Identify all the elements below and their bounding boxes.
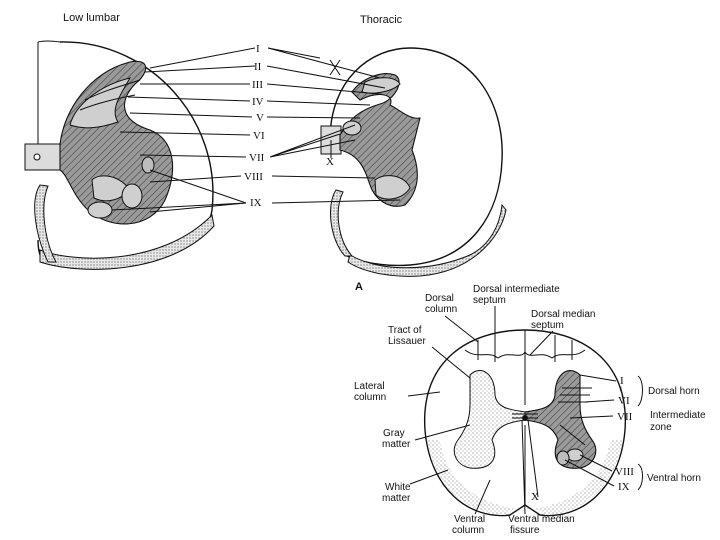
b-lamina-arrow: ↓ <box>619 384 623 393</box>
b-lamina-VI: VI <box>618 395 630 407</box>
label-ventral-median-fissure-2: fissure <box>510 525 540 536</box>
thoracic-gray-matter <box>339 73 421 207</box>
label-tract-of-lissauer-1: Tract of <box>388 325 422 336</box>
lamina-label-X: X <box>326 156 334 168</box>
label-ventral-median-fissure-1: Ventral median <box>508 514 575 525</box>
low-lumbar-title: Low lumbar <box>63 12 120 24</box>
bottom-right-labels: I ↓ VI VII VIII IX X Dorsal horn Interme… <box>531 374 706 503</box>
lamina-label-I: I <box>256 43 260 55</box>
label-intermediate-zone-2: zone <box>650 422 672 433</box>
gray-matter-left <box>453 370 526 469</box>
label-gray-matter-2: matter <box>382 439 411 450</box>
b-lamina-IX: IX <box>618 481 630 493</box>
cross-section-A: A <box>355 281 626 517</box>
label-white-matter-2: matter <box>382 493 411 504</box>
low-lumbar-section: Low lumbar <box>24 12 215 270</box>
b-lamina-X: X <box>531 491 539 503</box>
label-ventral-column-2: column <box>452 525 484 536</box>
lamina-label-III: III <box>252 79 263 91</box>
bottom-left-labels: Dorsal intermediate septum Dorsal column… <box>354 284 595 536</box>
label-lateral-column-2: column <box>354 392 386 403</box>
top-lamina-labels: I II III IV V VI VII VIII IX X <box>111 43 401 213</box>
label-dorsal-intermediate-septum-2: septum <box>473 295 506 306</box>
label-dorsal-median-septum-2: septum <box>531 320 564 331</box>
thoracic-white-matter <box>329 47 503 267</box>
lamina-label-IX: IX <box>250 197 262 209</box>
thoracic-title: Thoracic <box>360 14 403 26</box>
panel-label-A: A <box>355 281 363 293</box>
lamina-label-V: V <box>256 112 264 124</box>
b-lamina-VIII: VIII <box>615 466 634 478</box>
label-dorsal-horn: Dorsal horn <box>648 386 700 397</box>
lamina-label-II: II <box>254 61 262 73</box>
label-ventral-column-1: Ventral <box>454 514 485 525</box>
label-dorsal-column-1: Dorsal <box>425 293 454 304</box>
label-ventral-horn: Ventral horn <box>647 473 701 484</box>
label-dorsal-column-2: column <box>425 304 457 315</box>
label-white-matter-1: White <box>385 482 411 493</box>
label-dorsal-intermediate-septum-1: Dorsal intermediate <box>473 284 560 295</box>
lamina-label-VIII: VIII <box>244 171 263 183</box>
label-gray-matter-1: Gray <box>383 428 405 439</box>
thoracic-section: Thoracic <box>320 14 507 277</box>
label-intermediate-zone-1: Intermediate <box>650 410 706 421</box>
b-lamina-I: I <box>620 375 624 387</box>
lamina-label-IV: IV <box>252 96 264 108</box>
label-tract-of-lissauer-2: Lissauer <box>388 336 426 347</box>
lamina-label-VII: VII <box>249 152 265 164</box>
label-dorsal-median-septum-1: Dorsal median <box>531 309 595 320</box>
label-lateral-column-1: Lateral <box>354 381 385 392</box>
b-lamina-VII: VII <box>617 411 633 423</box>
lamina-label-VI: VI <box>253 130 265 142</box>
